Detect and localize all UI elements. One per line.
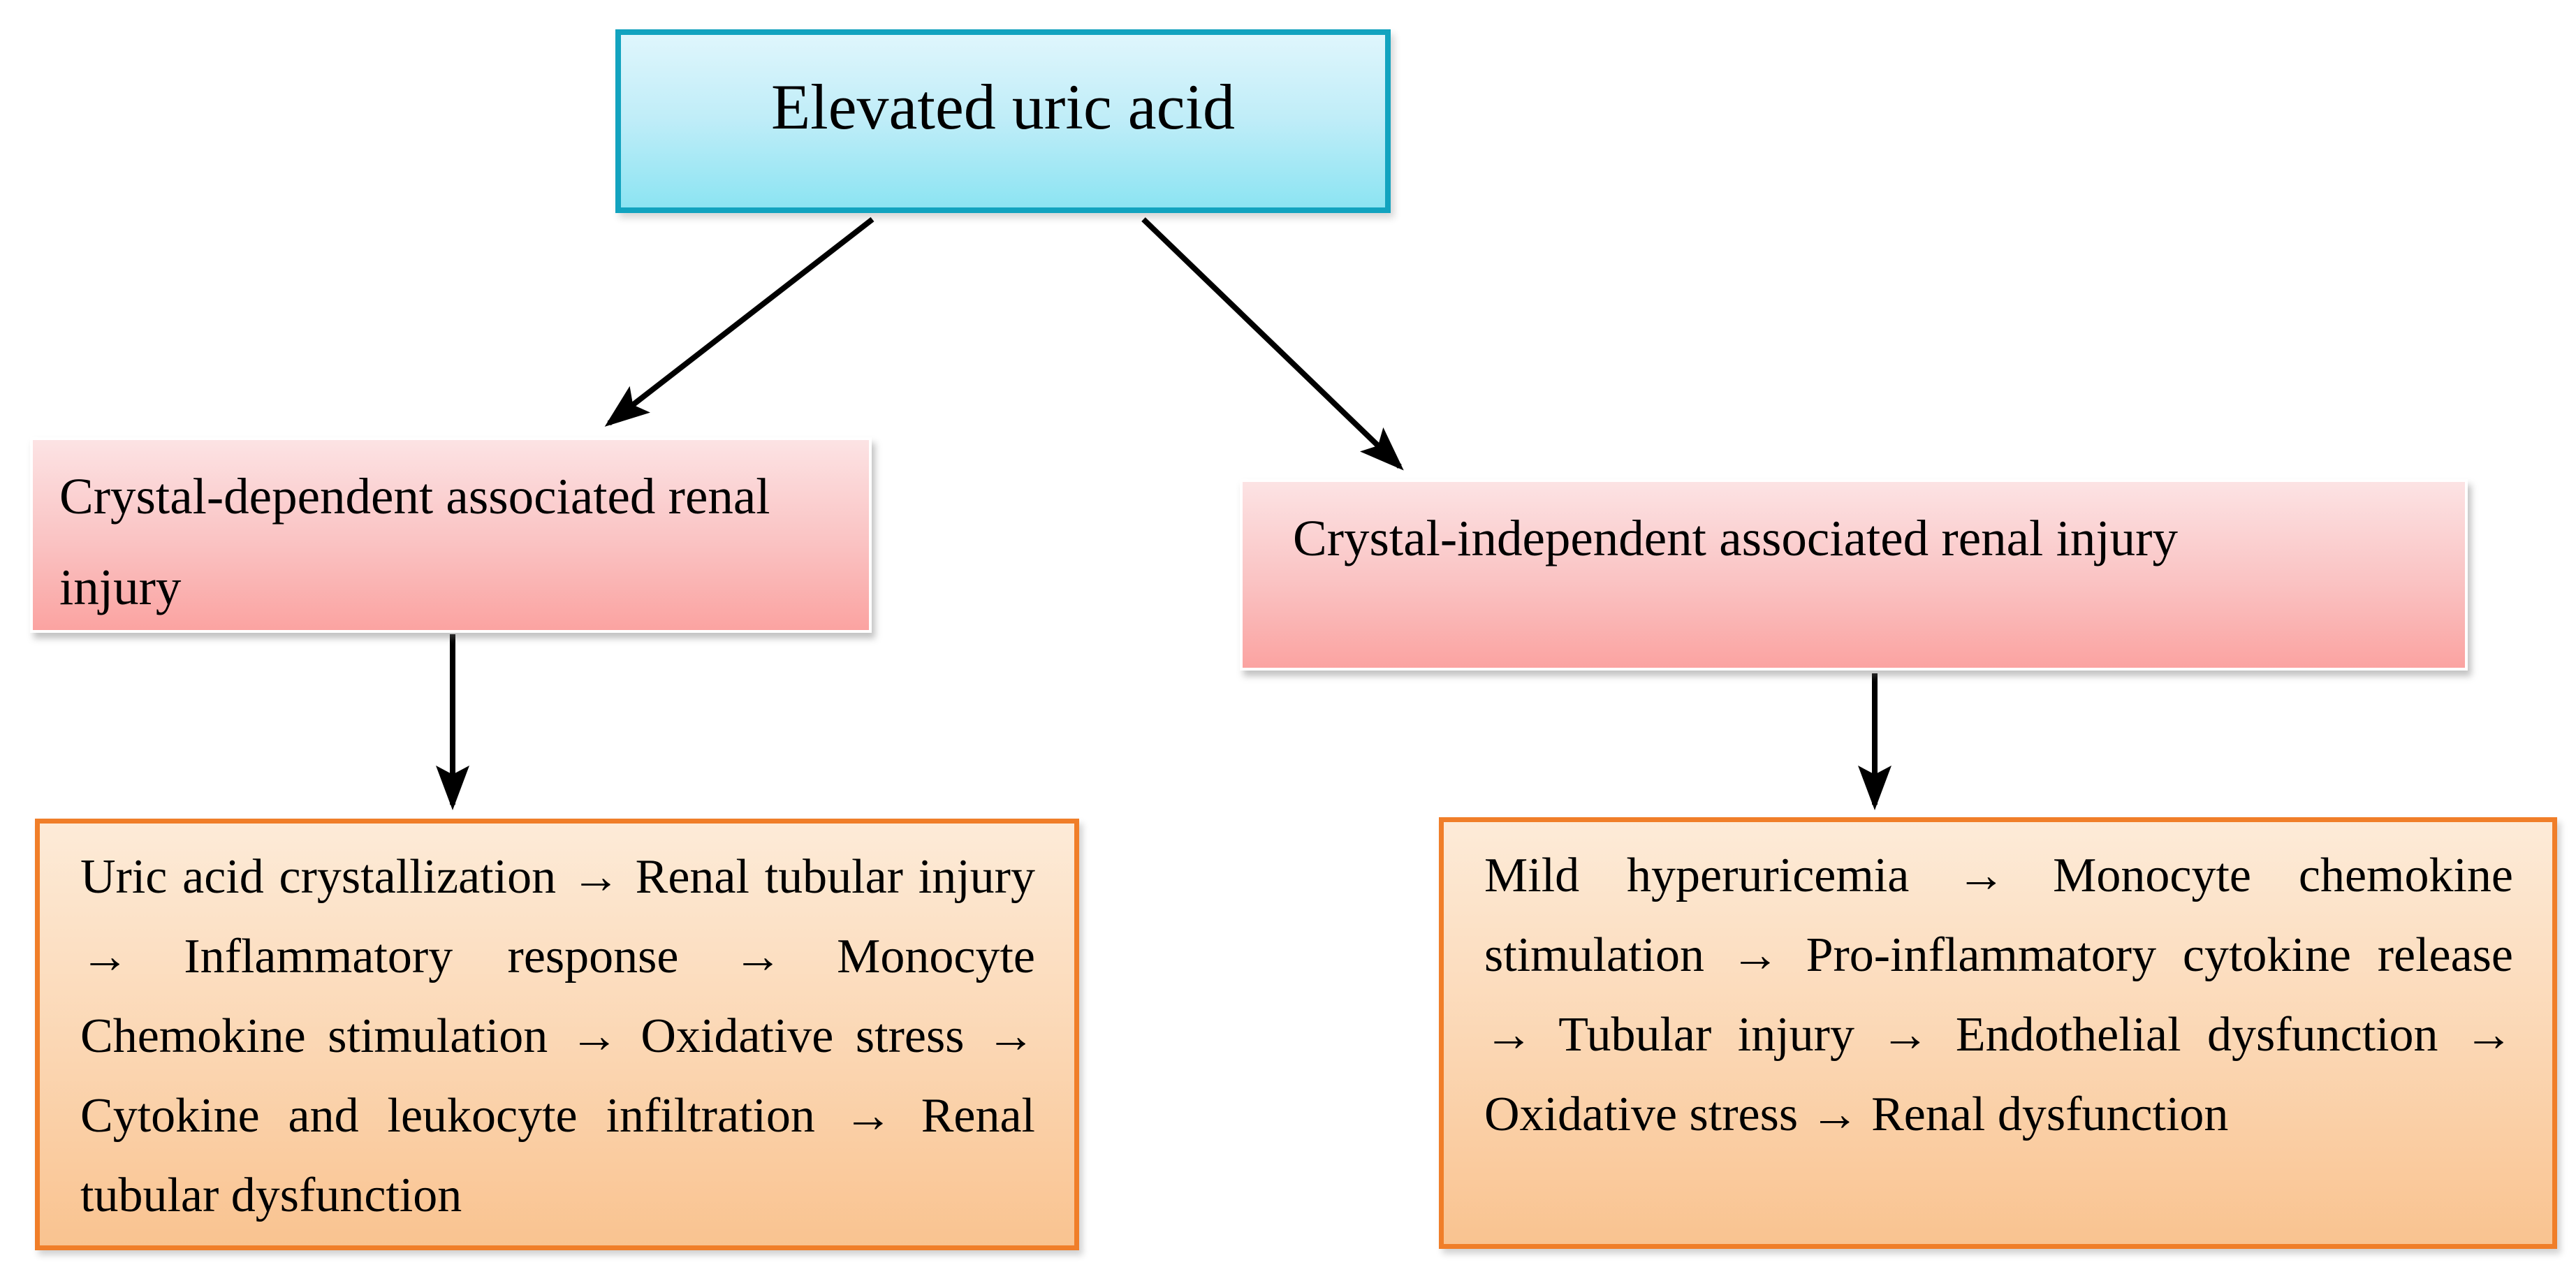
branch-detail-crystal-dependent: Uric acid crystallization → Renal tubula…: [35, 819, 1079, 1250]
branch-pathway-text: Uric acid crystallization → Renal tubula…: [80, 850, 1035, 1222]
arrow-root-to-crystal-independent: [1141, 217, 1404, 471]
branch-header-crystal-dependent: Crystal-dependent associated renal injur…: [30, 437, 872, 633]
branch-header-crystal-independent: Crystal-independent associated renal inj…: [1240, 479, 2468, 671]
root-node-label: Elevated uric acid: [770, 71, 1236, 142]
root-node-elevated-uric-acid: Elevated uric acid: [615, 29, 1391, 213]
branch-detail-crystal-independent: Mild hyperuricemia → Monocyte chemokine …: [1439, 817, 2557, 1249]
branch-header-label: Crystal-independent associated renal inj…: [1293, 510, 2178, 566]
branch-pathway-text: Mild hyperuricemia → Monocyte chemokine …: [1484, 849, 2513, 1141]
arrow-root-to-crystal-dependent: [604, 217, 874, 427]
branch-header-label: Crystal-dependent associated renal injur…: [59, 468, 770, 615]
